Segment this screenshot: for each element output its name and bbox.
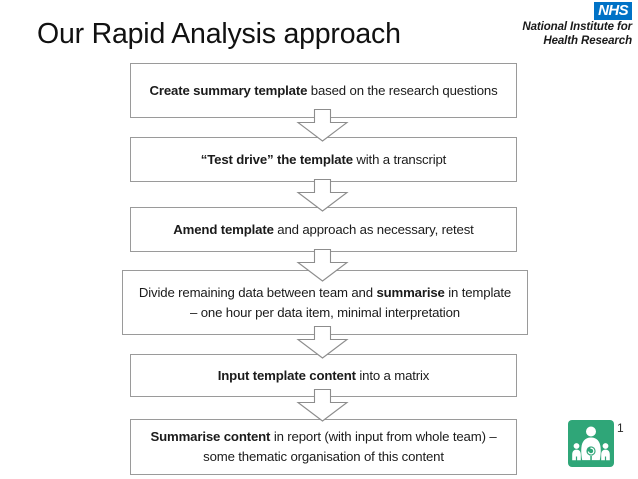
flow-box-bold: Amend template [173,221,274,237]
flow-box-pre: Divide remaining data between team and [138,284,377,300]
flow-box-bold: Create summary template [149,82,308,98]
nihr-line-2: Health Research [543,34,632,47]
page-title: Our Rapid Analysis approach [37,18,401,50]
maternity-family-icon [568,420,614,467]
flow-box-summarise-content: Summarise content in report (with input … [130,419,517,475]
page-number: 1 [617,421,624,435]
flow-box-text: Summarise content in report (with input … [131,427,516,467]
flow-box-bold: “Test drive” the template [200,151,353,167]
flow-box-text: Input template content into a matrix [204,366,444,386]
flow-box-input-template-content: Input template content into a matrix [130,354,517,397]
nhs-badge: NHS [594,2,632,20]
flow-box-bold: Input template content [217,367,356,383]
flow-box-rest: into a matrix [355,367,430,383]
flow-box-bold: Summarise content [150,429,271,444]
flow-box-bold: summarise [376,284,445,300]
flow-box-divide-remaining-data: Divide remaining data between team and s… [122,270,528,335]
flow-box-rest: based on the research questions [307,82,498,98]
flow-box-text: Amend template and approach as necessary… [159,220,487,240]
flow-box-rest: in report (with input from whole team) –… [203,429,497,464]
flow-box-rest: with a transcript [352,151,447,167]
flow-box-create-summary-template: Create summary template based on the res… [130,63,517,118]
flow-box-rest: in template – one hour per data item, mi… [190,284,512,320]
flow-box-text: “Test drive” the template with a transcr… [187,150,460,170]
nihr-logo: NHS National Institute for Health Resear… [466,2,632,48]
nihr-line-1: National Institute for [522,21,632,33]
flow-box-rest: and approach as necessary, retest [273,221,474,237]
flow-box-amend-template: Amend template and approach as necessary… [130,207,517,252]
flow-box-text: Create summary template based on the res… [135,81,511,101]
flow-box-text: Divide remaining data between team and s… [123,283,527,323]
flow-box-test-drive-template: “Test drive” the template with a transcr… [130,137,517,182]
